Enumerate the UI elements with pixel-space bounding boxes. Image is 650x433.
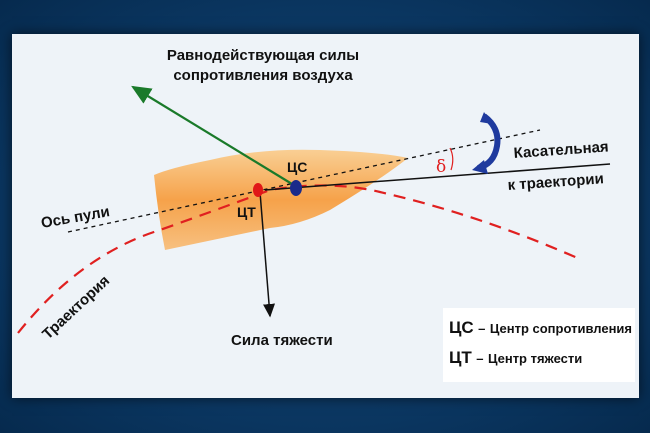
bullet-axis-line xyxy=(67,129,541,233)
legend-value: Центр сопротивления xyxy=(489,321,633,336)
angle-arc xyxy=(449,147,454,171)
cs-dot xyxy=(290,180,302,196)
title-line2: сопротивления воздуха xyxy=(173,67,353,84)
legend: ЦС – Центр сопротивления ЦТ – Центр тяже… xyxy=(443,308,635,382)
ct-label: ЦТ xyxy=(237,204,256,220)
legend-value: Центр тяжести xyxy=(487,351,583,366)
gravity-label: Сила тяжести xyxy=(231,332,333,349)
bullet-body xyxy=(154,149,408,250)
legend-item-cs: ЦС – Центр сопротивления xyxy=(449,318,632,338)
legend-dash: – xyxy=(476,351,484,366)
trajectory-label: Траектория xyxy=(39,272,113,343)
ct-dot xyxy=(253,183,263,197)
title-line1: Равнодействующая силы xyxy=(167,47,359,64)
air-resistance-arrow xyxy=(131,85,293,185)
bullet-axis-label: Ось пули xyxy=(40,203,111,232)
legend-key: ЦТ xyxy=(449,348,472,367)
tangent-line xyxy=(264,163,611,191)
gravity-arrow xyxy=(259,191,276,318)
trajectory-curve xyxy=(17,184,583,334)
legend-key: ЦС xyxy=(449,318,474,337)
tangent-label-line1: Касательная xyxy=(513,138,609,162)
tangent-label-line2: к траектории xyxy=(507,170,604,194)
legend-dash: – xyxy=(478,321,486,336)
rotation-icon xyxy=(472,112,501,174)
legend-item-ct: ЦТ – Центр тяжести xyxy=(449,348,582,368)
angle-label: δ xyxy=(436,157,446,177)
cs-label: ЦС xyxy=(287,159,307,175)
